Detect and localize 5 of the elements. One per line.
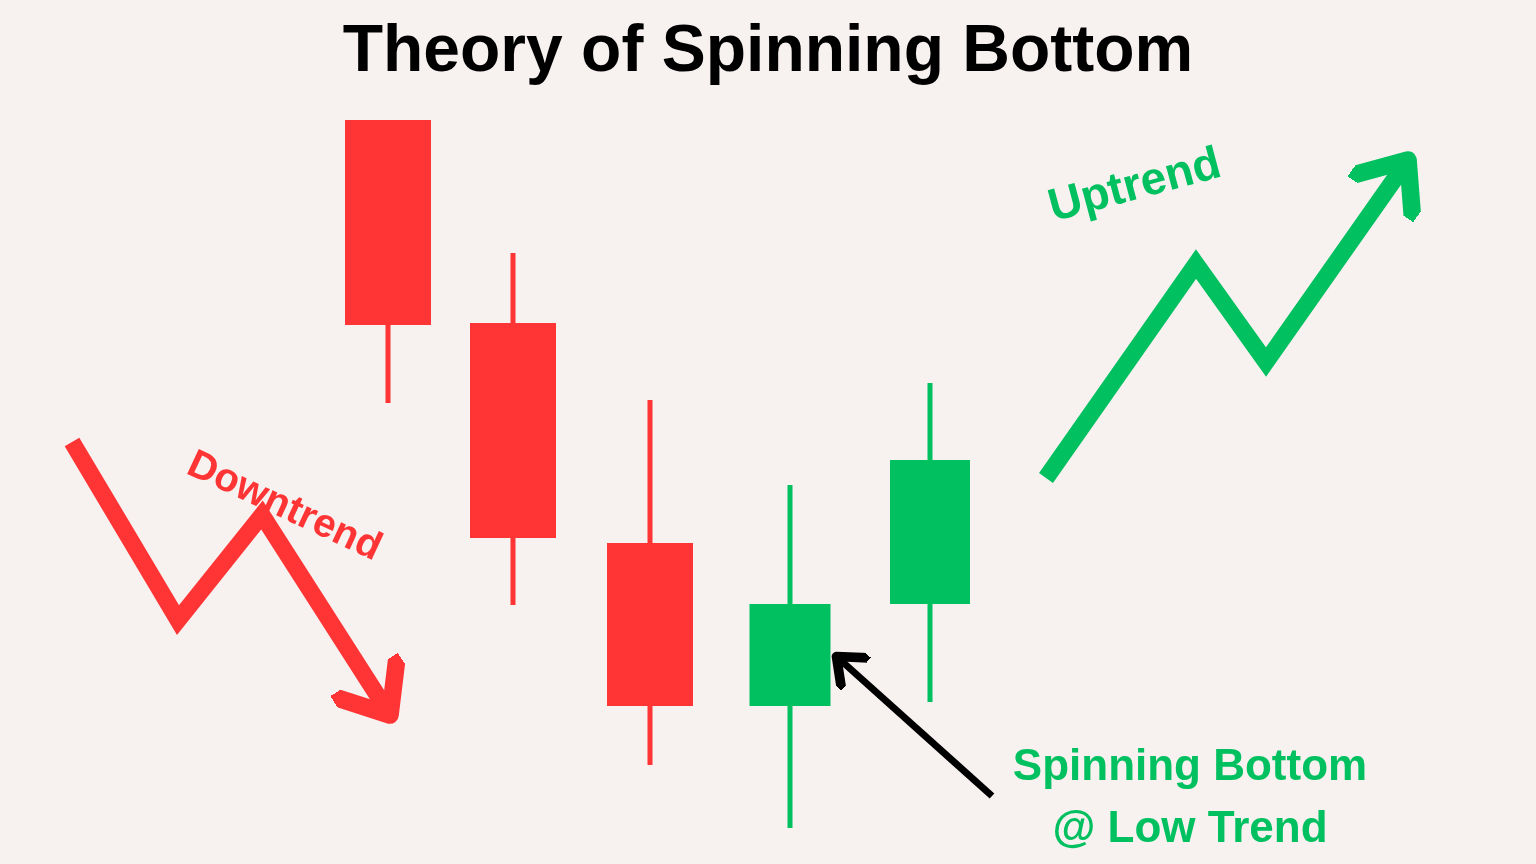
candlestick — [749, 485, 831, 828]
leader-arrow — [831, 651, 995, 799]
trend-label: Uptrend — [1042, 134, 1227, 233]
title: Theory of Spinning Bottom — [341, 10, 1195, 86]
callout-text: Spinning Bottom @ Low Trend — [990, 734, 1390, 858]
